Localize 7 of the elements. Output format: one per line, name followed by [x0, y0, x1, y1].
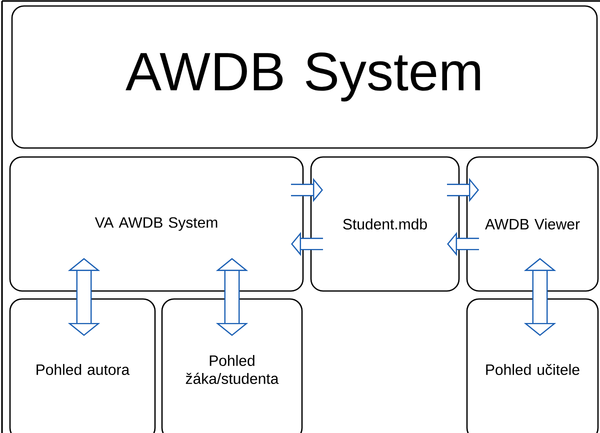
title-box: AWDB System — [11, 5, 598, 149]
process-box: VA AWDB System — [9, 156, 304, 292]
process-box: Pohled autora — [9, 298, 156, 433]
process-box: AWDB Viewer — [466, 156, 599, 292]
process-box: Pohled učitele — [466, 298, 599, 433]
process-box: Pohled žáka/studenta — [161, 298, 303, 433]
process-box: Student.mdb — [310, 156, 460, 292]
